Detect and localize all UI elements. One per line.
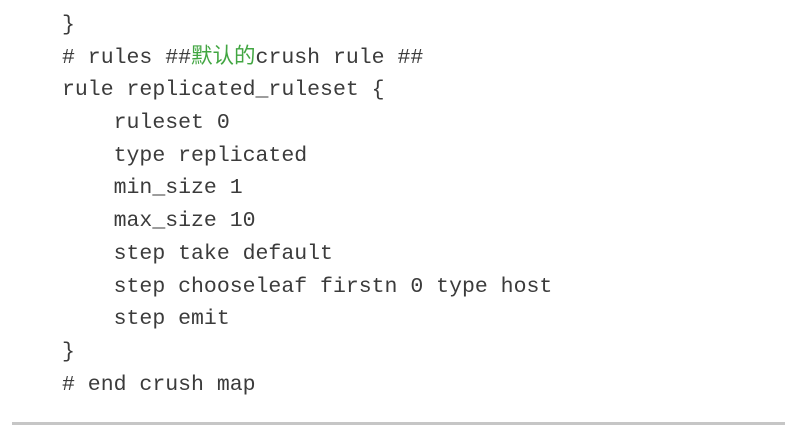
code-text: ruleset 0 bbox=[62, 111, 230, 136]
code-text: crush rule ## bbox=[255, 45, 424, 70]
code-text: step take default bbox=[62, 241, 333, 266]
code-line: min_size 1 bbox=[62, 172, 552, 205]
code-text: } bbox=[62, 13, 75, 37]
code-line-comment: # rules ##默认的crush rule ## bbox=[62, 42, 552, 75]
code-line: type replicated bbox=[62, 140, 552, 173]
code-text-highlight-cjk: 默认的 bbox=[191, 45, 256, 70]
code-line: step emit bbox=[62, 303, 552, 336]
code-line: } bbox=[62, 336, 552, 369]
code-text: # end crush map bbox=[62, 372, 256, 397]
code-text: min_size 1 bbox=[62, 176, 243, 201]
code-text: } bbox=[62, 339, 75, 364]
page-bottom-divider bbox=[12, 422, 785, 425]
code-block: } # rules ##默认的crush rule ## rule replic… bbox=[62, 9, 552, 401]
code-line: # end crush map bbox=[62, 369, 552, 402]
code-line: ruleset 0 bbox=[62, 107, 552, 140]
code-line: step take default bbox=[62, 238, 552, 271]
code-line: rule replicated_ruleset { bbox=[62, 74, 552, 107]
code-line: max_size 10 bbox=[62, 205, 552, 238]
code-text: rule replicated_ruleset { bbox=[62, 78, 385, 103]
code-text: step chooseleaf firstn 0 type host bbox=[62, 274, 553, 299]
code-line: } bbox=[62, 9, 552, 42]
code-text: type replicated bbox=[62, 143, 308, 168]
code-text: max_size 10 bbox=[62, 209, 256, 234]
code-text: # rules ## bbox=[62, 45, 192, 70]
code-line: step chooseleaf firstn 0 type host bbox=[62, 271, 553, 304]
code-text: step emit bbox=[62, 307, 230, 332]
